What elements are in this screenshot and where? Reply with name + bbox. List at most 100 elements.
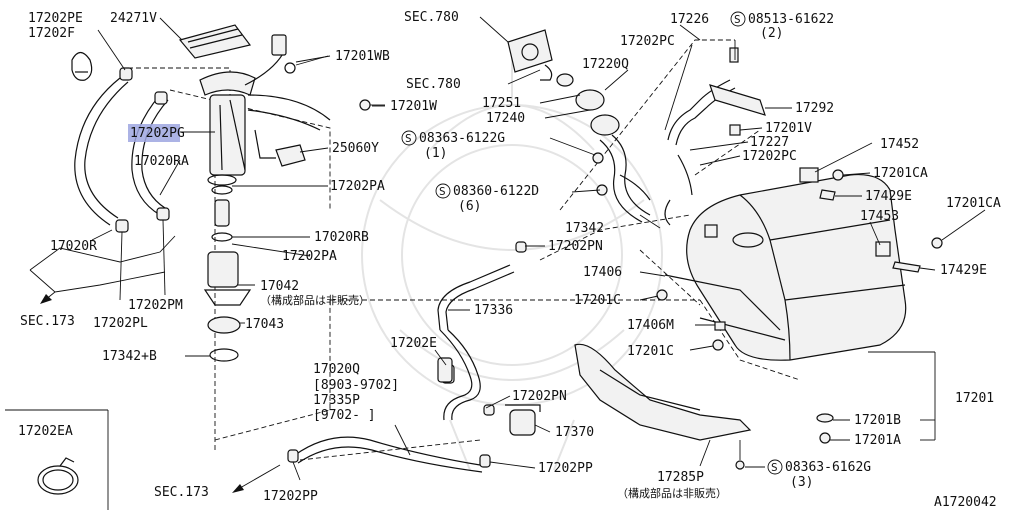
label-17202PC-a[interactable]: 17202PC xyxy=(620,34,675,49)
label-17342B[interactable]: 17342+B xyxy=(102,349,157,364)
strap-17406-drawing xyxy=(656,274,786,351)
label-08363-6122G[interactable]: 08363-6122G xyxy=(419,131,505,146)
label-17201V[interactable]: 17201V xyxy=(765,121,812,136)
label-sec173-a[interactable]: SEC.173 xyxy=(20,314,75,329)
label-08360-6122D[interactable]: 08360-6122D xyxy=(453,184,539,199)
diagram-id: A1720042 xyxy=(934,495,997,510)
clamp-17202PN-drawing xyxy=(515,241,527,253)
label-17292[interactable]: 17292 xyxy=(795,101,834,116)
label-24271V[interactable]: 24271V xyxy=(110,11,157,26)
label-17226[interactable]: 17226 xyxy=(670,12,709,27)
filler-neck-drawing xyxy=(556,73,651,223)
label-25060Y[interactable]: 25060Y xyxy=(332,141,379,156)
label-17042[interactable]: 17042 xyxy=(260,279,299,294)
label-17042-note: （構成部品は非販売） xyxy=(260,293,370,307)
label-17429E-b[interactable]: 17429E xyxy=(940,263,987,278)
label-17020RB[interactable]: 17020RB xyxy=(314,230,369,245)
label-17202PM[interactable]: 17202PM xyxy=(128,298,183,313)
label-17201CA-b[interactable]: 17201CA xyxy=(946,196,1001,211)
label-17202PE[interactable]: 17202PE xyxy=(28,11,83,26)
label-17201W[interactable]: 17201W xyxy=(390,99,437,114)
screw-symbols: S S S S xyxy=(401,11,783,475)
label-17201C-a[interactable]: 17201C xyxy=(574,293,621,308)
label-17202PG[interactable]: 17202PG xyxy=(130,126,185,141)
label-17202PP-a[interactable]: 17202PP xyxy=(538,461,593,476)
filter-24271V-drawing xyxy=(178,24,252,59)
label-17453[interactable]: 17453 xyxy=(860,209,899,224)
tank-fasteners-drawing xyxy=(819,169,943,273)
hose-17020RA-drawing xyxy=(131,94,169,216)
label-17342[interactable]: 17342 xyxy=(565,221,604,236)
label-17251[interactable]: 17251 xyxy=(482,96,521,111)
label-sec173-b[interactable]: SEC.173 xyxy=(154,485,209,500)
sec173-boundary xyxy=(29,235,176,304)
sec780-parts-drawing xyxy=(507,29,553,81)
label-17370[interactable]: 17370 xyxy=(555,425,594,440)
label-17020Q-range: [8903-9702] xyxy=(313,378,399,393)
clamp-17202EA-drawing xyxy=(5,409,109,510)
hose-17336-drawing xyxy=(437,264,515,421)
heat-shield-17285P-drawing xyxy=(574,343,752,470)
label-17020R[interactable]: 17020R xyxy=(50,239,97,254)
label-17202PN-a[interactable]: 17202PN xyxy=(548,239,603,254)
label-17202PP-b[interactable]: 17202PP xyxy=(263,489,318,504)
screw-symbol: S xyxy=(439,185,446,198)
label-17201A[interactable]: 17201A xyxy=(854,433,901,448)
fuel-tank-drawing xyxy=(686,167,907,361)
clip-17202E-drawing xyxy=(437,357,453,383)
connector-17201WB-drawing xyxy=(271,34,331,74)
label-17335P-range: [9702- ] xyxy=(313,408,376,423)
label-17285P[interactable]: 17285P xyxy=(657,470,704,485)
label-17335P[interactable]: 17335P xyxy=(313,393,360,408)
label-17202PA-a[interactable]: 17202PA xyxy=(330,179,385,194)
hose-17020R-drawing xyxy=(74,77,129,226)
fuel-pump-assembly-drawing xyxy=(199,49,331,362)
screw-symbol: S xyxy=(771,461,778,474)
label-17043[interactable]: 17043 xyxy=(245,317,284,332)
label-17201C-b[interactable]: 17201C xyxy=(627,344,674,359)
sec173-arrow-bottom xyxy=(232,464,281,493)
label-17202PL[interactable]: 17202PL xyxy=(93,316,148,331)
label-08363-6162G-qty: (3) xyxy=(790,475,813,490)
selected-part-highlight xyxy=(128,124,180,142)
washers-drawing xyxy=(816,413,834,444)
label-08513-qty: (2) xyxy=(760,26,783,41)
label-17202E[interactable]: 17202E xyxy=(390,336,437,351)
label-17201CA-a[interactable]: 17201CA xyxy=(873,166,928,181)
label-08513-61622[interactable]: 08513-61622 xyxy=(748,12,834,27)
label-08363-6122G-qty: (1) xyxy=(424,146,447,161)
label-17202EA[interactable]: 17202EA xyxy=(18,424,73,439)
label-17201WB[interactable]: 17201WB xyxy=(335,49,390,64)
label-17406M[interactable]: 17406M xyxy=(627,318,674,333)
label-17020RA[interactable]: 17020RA xyxy=(134,154,189,169)
label-17202PN-b[interactable]: 17202PN xyxy=(512,389,567,404)
label-17202PA-b[interactable]: 17202PA xyxy=(282,249,337,264)
screw-symbol: S xyxy=(405,132,412,145)
label-17201B[interactable]: 17201B xyxy=(854,413,901,428)
label-17336[interactable]: 17336 xyxy=(474,303,513,318)
label-17429E-a[interactable]: 17429E xyxy=(865,189,912,204)
clamps-lower-left xyxy=(115,67,170,233)
bolt-17201W-drawing xyxy=(359,99,385,111)
label-17227[interactable]: 17227 xyxy=(750,135,789,150)
label-17202F[interactable]: 17202F xyxy=(28,26,75,41)
label-08363-6162G[interactable]: 08363-6162G xyxy=(785,460,871,475)
label-17406-a[interactable]: 17406 xyxy=(583,265,622,280)
label-17020Q[interactable]: 17020Q xyxy=(313,362,360,377)
label-17201[interactable]: 17201 xyxy=(955,391,994,406)
bracket-17292-drawing xyxy=(709,47,766,136)
label-08360-6122D-qty: (6) xyxy=(458,199,481,214)
clamp-17202F-drawing xyxy=(71,51,93,81)
label-17240[interactable]: 17240 xyxy=(486,111,525,126)
label-17202PC-b[interactable]: 17202PC xyxy=(742,149,797,164)
sensor-25060Y-drawing xyxy=(254,129,306,167)
label-17220Q[interactable]: 17220Q xyxy=(582,57,629,72)
label-sec780-b[interactable]: SEC.780 xyxy=(406,77,461,92)
screw-symbol: S xyxy=(734,13,741,26)
leader-lines xyxy=(91,16,986,481)
label-sec780-a[interactable]: SEC.780 xyxy=(404,10,459,25)
label-17452[interactable]: 17452 xyxy=(880,137,919,152)
part-labels: 17202PE 17202F 24271V SEC.780 17226 0851… xyxy=(18,10,1001,510)
